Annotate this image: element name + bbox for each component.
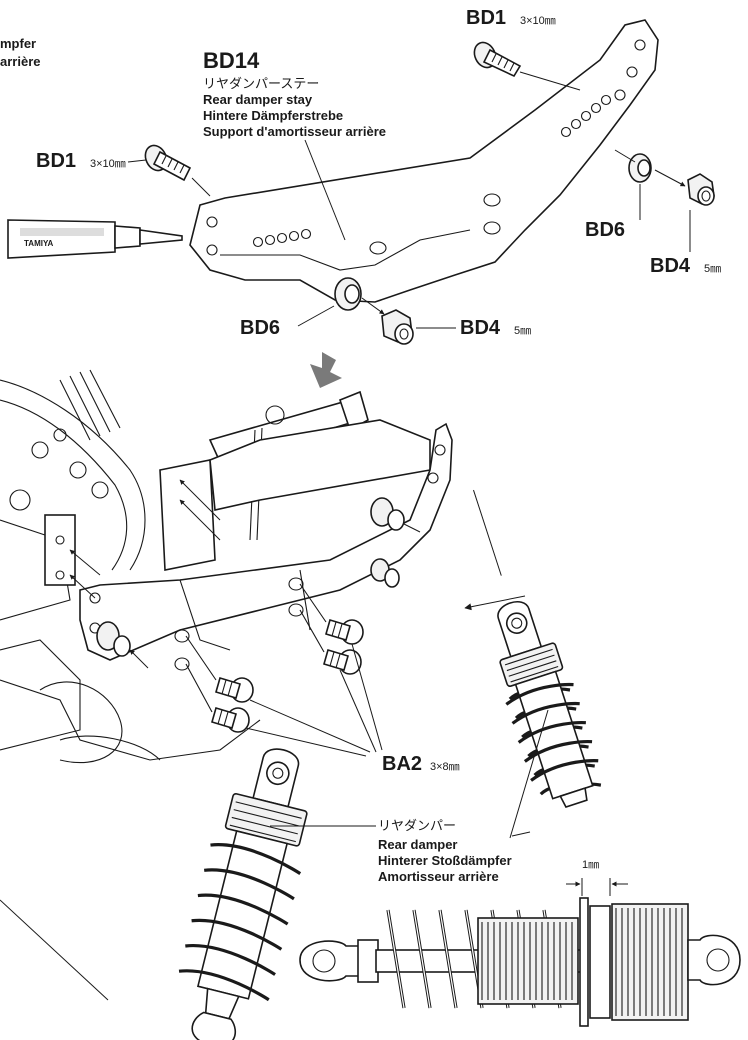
washer-icon <box>628 153 652 183</box>
damper-name-en: Rear damper <box>378 837 457 852</box>
stay-name-en: Rear damper stay <box>203 92 313 107</box>
damper-name-jp: リヤダンパー <box>378 818 456 833</box>
stay-name-jp: リヤダンパーステー <box>203 76 319 91</box>
washer-icon <box>334 277 362 311</box>
nut-icon <box>381 309 414 345</box>
screw-icon <box>370 558 400 588</box>
stay-name-fr: Support d'amortisseur arrière <box>203 124 386 139</box>
chassis-assembly <box>0 369 453 764</box>
bd4-right-code: BD4 <box>650 255 691 277</box>
screw-icon <box>370 497 421 533</box>
screw-icon <box>215 677 254 703</box>
stay-label-group: BD14 リヤダンパーステー Rear damper stay Hintere … <box>203 48 386 241</box>
rear-damper-label-group: リヤダンパー Rear damper Hinterer Stoßdämpfer … <box>270 709 549 884</box>
edge-label-1: mpfer <box>0 36 36 51</box>
stay-name-de: Hintere Dämpferstrebe <box>203 108 343 123</box>
arrow-down-icon <box>310 352 342 388</box>
damper-name-fr: Amortisseur arrière <box>378 869 499 884</box>
ba2-code: BA2 <box>382 753 422 775</box>
screw-icon <box>473 41 581 91</box>
screw-icon <box>323 649 362 675</box>
bd6-right-code: BD6 <box>585 219 625 241</box>
damper-name-de: Hinterer Stoßdämpfer <box>378 853 512 868</box>
bd1-top-code: BD1 <box>466 7 506 29</box>
edge-label-2: arrière <box>0 54 40 69</box>
screw-icon <box>144 144 211 197</box>
bd4-right-size: 5㎜ <box>704 263 721 275</box>
damper-detail: 1㎜ <box>299 859 741 1027</box>
stay-code: BD14 <box>203 48 260 73</box>
rear-damper-right <box>473 489 602 808</box>
ba2-size: 3×8㎜ <box>430 761 460 773</box>
tube-label: TAMIYA <box>24 239 54 248</box>
rear-damper-left <box>178 748 308 1040</box>
bd1-left-size: 3×10㎜ <box>90 158 126 170</box>
mount-holes <box>174 577 327 713</box>
gap-measure: 1㎜ <box>582 859 599 871</box>
bd1-top-size: 3×10㎜ <box>520 15 556 27</box>
bd4-center-code: BD4 <box>460 317 501 339</box>
nut-icon <box>687 173 715 206</box>
screw-icon <box>96 621 149 669</box>
bd4-center-size: 5㎜ <box>514 325 531 337</box>
screw-icon <box>325 619 364 645</box>
rear-damper-stay <box>189 19 659 303</box>
screw-icon <box>211 707 250 733</box>
glue-tube-icon: TAMIYA <box>7 219 183 259</box>
bd6-center-code: BD6 <box>240 317 280 339</box>
bd1-left-code: BD1 <box>36 150 76 172</box>
